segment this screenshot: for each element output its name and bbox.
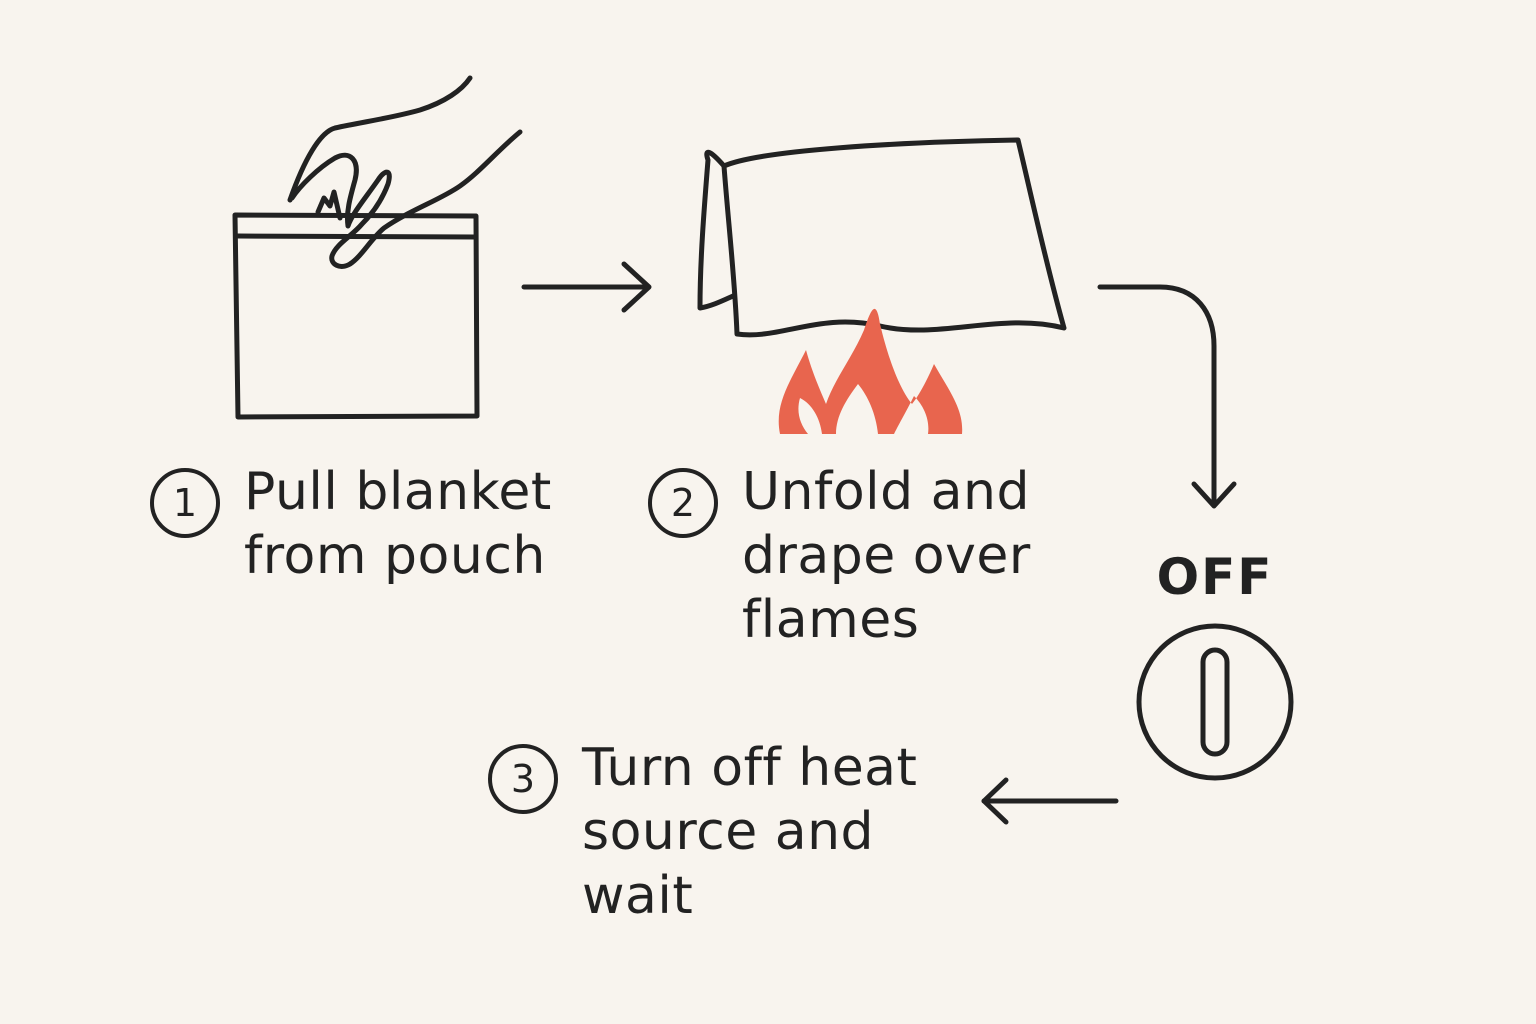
hand bbox=[287, 75, 523, 269]
blanket-fold bbox=[697, 149, 736, 311]
step-2-label: 2 Unfold and drape over flames bbox=[648, 460, 1031, 652]
hand-pulling-blanket-from-pouch-icon bbox=[232, 75, 523, 420]
blanket-over-flames-icon bbox=[697, 137, 1067, 434]
step-2-number-badge: 2 bbox=[648, 468, 718, 538]
blanket-corner bbox=[315, 189, 343, 221]
switch-toggle bbox=[1200, 647, 1230, 757]
power-switch-off-icon bbox=[1136, 623, 1294, 781]
off-label: OFF bbox=[1156, 548, 1274, 606]
step-2-text: Unfold and drape over flames bbox=[742, 462, 1031, 650]
pouch bbox=[232, 212, 480, 420]
step-1-number-badge: 1 bbox=[150, 468, 220, 538]
arrow-switch-to-step3 bbox=[981, 777, 1119, 825]
step-1-label: 1 Pull blanket from pouch bbox=[150, 460, 552, 588]
step-1-text: Pull blanket from pouch bbox=[244, 462, 552, 586]
step-3-label: 3 Turn off heat source and wait bbox=[488, 736, 917, 928]
blanket bbox=[721, 137, 1067, 338]
arrow-step2-to-switch bbox=[1097, 284, 1237, 509]
step-3-text: Turn off heat source and wait bbox=[582, 738, 918, 926]
flames-icon bbox=[778, 308, 963, 434]
arrow-step1-to-step2 bbox=[521, 261, 652, 313]
step-3-number-badge: 3 bbox=[488, 744, 558, 814]
switch-ring bbox=[1136, 623, 1294, 781]
pouch-opening-line bbox=[235, 233, 479, 240]
